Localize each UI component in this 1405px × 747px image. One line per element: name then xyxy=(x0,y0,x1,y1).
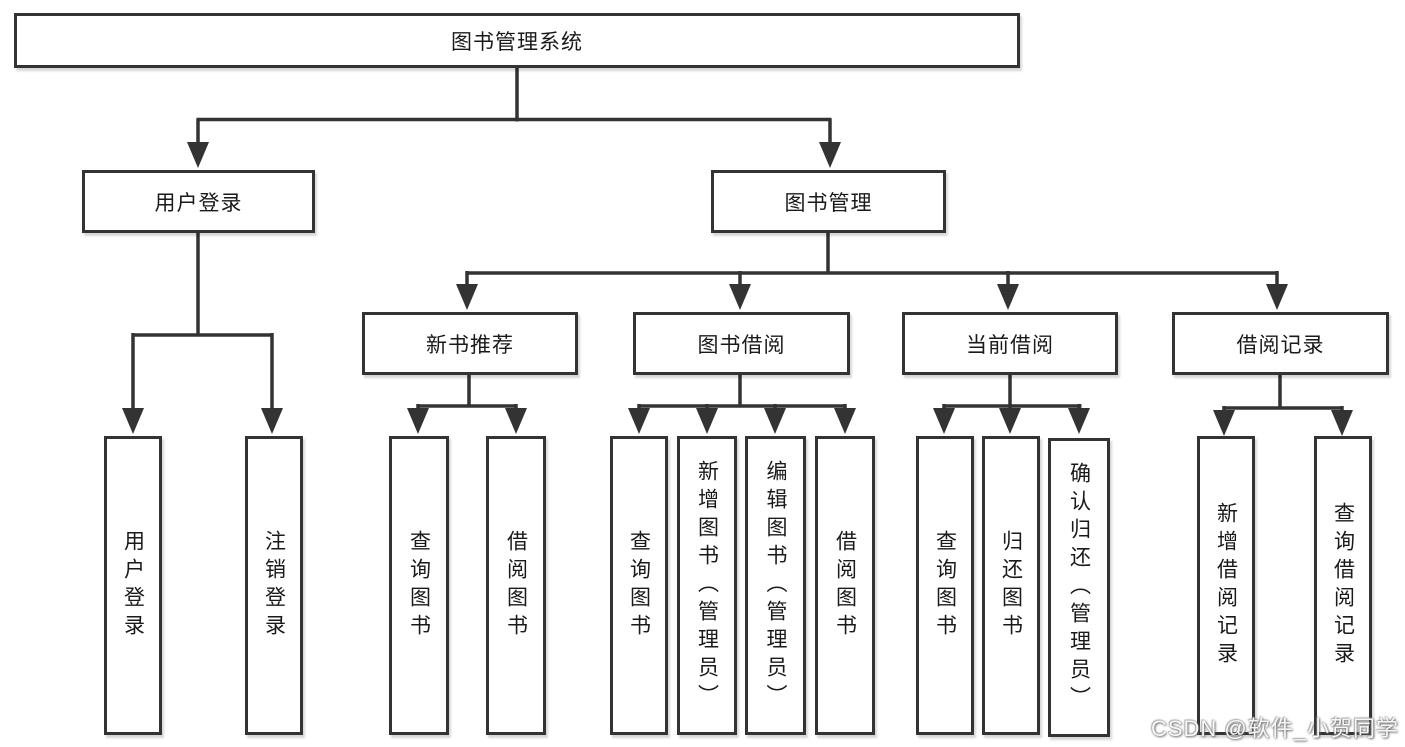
leaf-confirm-return-admin: 确认归还（管理员） xyxy=(1048,438,1110,737)
node-book-management-system: 图书管理系统 xyxy=(14,13,1020,68)
leaf-add-book-admin: 新增图书（管理员） xyxy=(677,436,737,735)
leaf-add-borrow-record: 新增借阅记录 xyxy=(1197,436,1255,735)
leaf-logout: 注销登录 xyxy=(245,436,303,735)
node-book-management: 图书管理 xyxy=(711,170,946,233)
leaf-user-login: 用户登录 xyxy=(104,436,162,735)
leaf-edit-book-admin: 编辑图书（管理员） xyxy=(745,436,806,735)
node-book-borrowing: 图书借阅 xyxy=(633,312,850,375)
node-borrowing-records: 借阅记录 xyxy=(1172,312,1389,375)
leaf-query-books-recommend: 查询图书 xyxy=(389,436,449,735)
csdn-watermark: CSDN @软件_小贺同学 xyxy=(1150,716,1399,741)
leaf-query-books-borrow: 查询图书 xyxy=(610,436,668,735)
leaf-borrow-books: 借阅图书 xyxy=(815,436,875,735)
node-new-book-recommend: 新书推荐 xyxy=(362,312,578,375)
leaf-query-borrow-record: 查询借阅记录 xyxy=(1314,436,1372,735)
node-current-borrowing: 当前借阅 xyxy=(902,312,1118,375)
leaf-borrow-books-recommend: 借阅图书 xyxy=(486,436,546,735)
node-user-login: 用户登录 xyxy=(82,170,315,233)
leaf-query-books-current: 查询图书 xyxy=(916,436,974,735)
leaf-return-books: 归还图书 xyxy=(982,436,1040,735)
